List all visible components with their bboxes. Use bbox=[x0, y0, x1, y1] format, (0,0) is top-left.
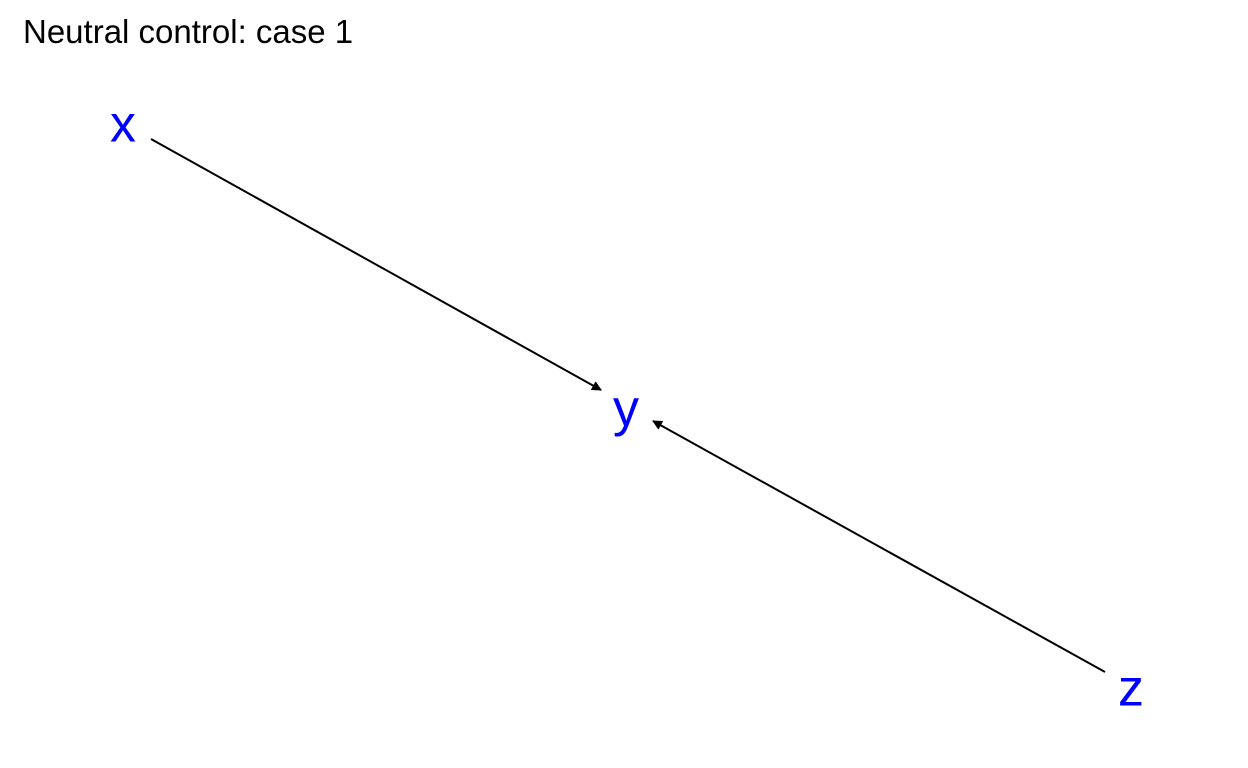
page-title: Neutral control: case 1 bbox=[23, 13, 354, 50]
nodes-layer: x y z bbox=[110, 96, 1144, 718]
edge-z-to-y bbox=[652, 420, 1106, 673]
node-z: z bbox=[1118, 660, 1144, 718]
edge-x-to-y bbox=[150, 138, 602, 391]
node-y: y bbox=[613, 380, 639, 438]
edges-layer bbox=[150, 138, 1106, 673]
node-x: x bbox=[110, 96, 136, 154]
